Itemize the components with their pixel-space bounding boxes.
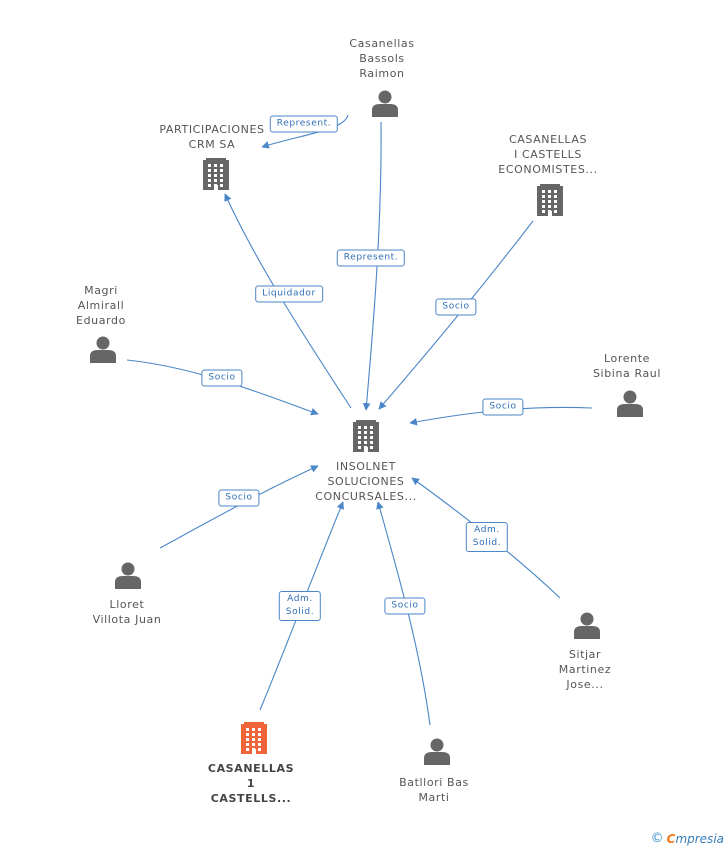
person-icon[interactable] — [424, 738, 450, 766]
node-label-sitjar[interactable]: Sitjar Martinez Jose... — [558, 648, 612, 691]
person-icon[interactable] — [617, 390, 643, 418]
node-label-lloret[interactable]: Lloret Villota Juan — [92, 598, 162, 626]
node-label-magri[interactable]: Magri Almirall Eduardo — [76, 284, 126, 327]
edge-line — [362, 121, 382, 411]
person-icon[interactable] — [574, 612, 600, 640]
edge-label[interactable]: Socio — [435, 298, 477, 316]
node-label-participaciones[interactable]: PARTICIPACIONES CRM SA — [159, 123, 265, 151]
edge-label[interactable]: Liquidador — [255, 285, 323, 303]
node-label-batllori[interactable]: Batllori Bas Marti — [399, 776, 469, 804]
footer-brand: © Cmpresia — [651, 831, 724, 846]
node-label-insolnet[interactable]: INSOLNET SOLUCIONES CONCURSALES... — [315, 460, 417, 503]
edge-label[interactable]: Socio — [384, 597, 426, 615]
edge-line — [378, 220, 534, 410]
edge-label[interactable]: Socio — [482, 398, 524, 416]
building-icon[interactable] — [353, 420, 379, 452]
edge-label[interactable]: Adm. Solid. — [465, 522, 509, 552]
edge-label[interactable]: Socio — [218, 489, 260, 507]
node-label-casanellas-castells-eco[interactable]: CASANELLAS I CASTELLS ECONOMISTES... — [498, 133, 598, 176]
copyright-icon: © — [650, 831, 664, 846]
empresia-logo: Cmpresia — [666, 831, 724, 846]
edge-line — [159, 465, 319, 549]
building-icon[interactable] — [537, 184, 563, 216]
edge-label[interactable]: Represent. — [269, 115, 339, 133]
edge-label[interactable]: Socio — [201, 369, 243, 387]
edge-line — [376, 501, 431, 726]
edge-label[interactable]: Adm. Solid. — [278, 591, 322, 621]
person-icon[interactable] — [372, 90, 398, 118]
node-label-lorente[interactable]: Lorente Sibina Raul — [592, 352, 662, 380]
node-label-casanellas-bassols[interactable]: Casanellas Bassols Raimon — [349, 37, 415, 80]
building-icon[interactable] — [203, 158, 229, 190]
edge-line — [126, 359, 319, 416]
node-label-casanellas-1[interactable]: CASANELLAS 1 CASTELLS... — [207, 762, 295, 805]
person-icon[interactable] — [90, 336, 116, 364]
building-icon[interactable] — [241, 722, 267, 754]
person-icon[interactable] — [115, 562, 141, 590]
edge-label[interactable]: Represent. — [336, 249, 406, 267]
